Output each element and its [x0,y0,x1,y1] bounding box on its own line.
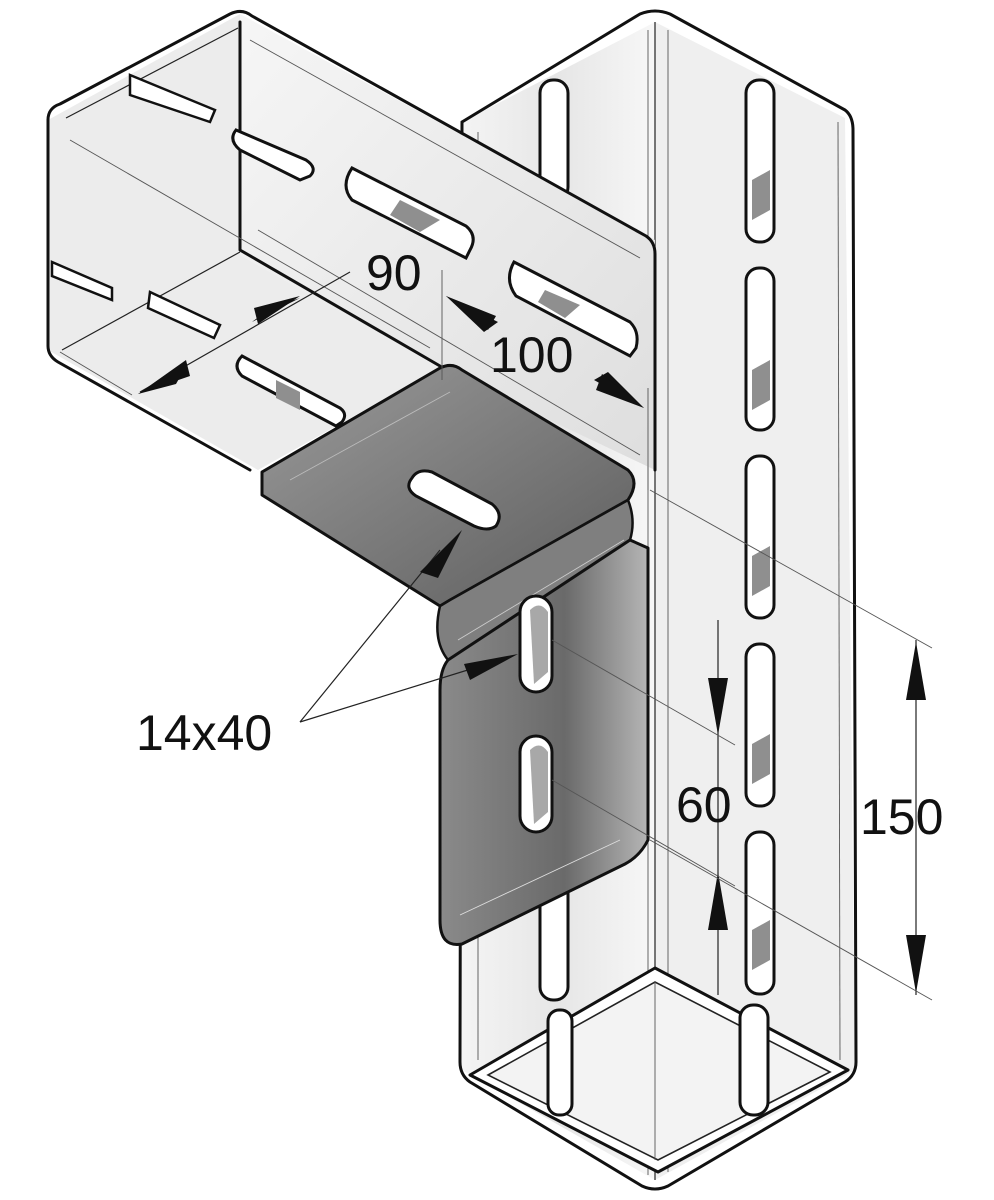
dimension-lines [59,270,933,1001]
dim-label-14x40: 14x40 [136,705,272,761]
bracket-slots-vertical [518,594,554,834]
dim-label-100: 100 [490,327,573,383]
dim-label-90: 90 [366,245,422,301]
bracket-slot-top [407,469,501,531]
dim-label-150: 150 [860,789,943,845]
arm-slots [231,128,639,428]
leader-slot-top [299,549,441,723]
post-slots-left [538,78,574,1117]
angle-bracket [260,363,650,946]
post-slots-right [738,78,776,1117]
dim-label-60: 60 [676,777,732,833]
horizontal-arm [46,9,657,472]
